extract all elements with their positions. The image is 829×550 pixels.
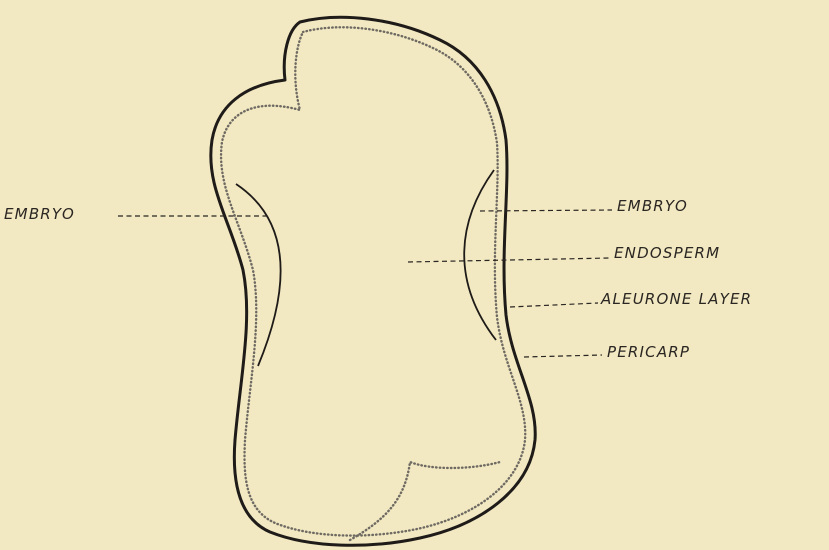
embryo-right-leader — [480, 210, 612, 211]
label-embryo-right: EMBRYO — [617, 197, 688, 215]
aleurone-leader — [510, 303, 598, 307]
aleurone-layer-band — [221, 27, 525, 535]
aleurone-notch-bottom — [350, 462, 500, 540]
label-aleurone-layer: ALEURONE LAYER — [600, 290, 752, 308]
label-pericarp: PERICARP — [607, 343, 690, 361]
embryo-right-curve — [464, 170, 496, 340]
endosperm-leader — [408, 258, 610, 262]
label-embryo-left: EMBRYO — [4, 205, 75, 223]
label-endosperm: ENDOSPERM — [614, 244, 720, 262]
pericarp-leader — [524, 355, 602, 357]
pericarp-outline — [211, 17, 535, 545]
